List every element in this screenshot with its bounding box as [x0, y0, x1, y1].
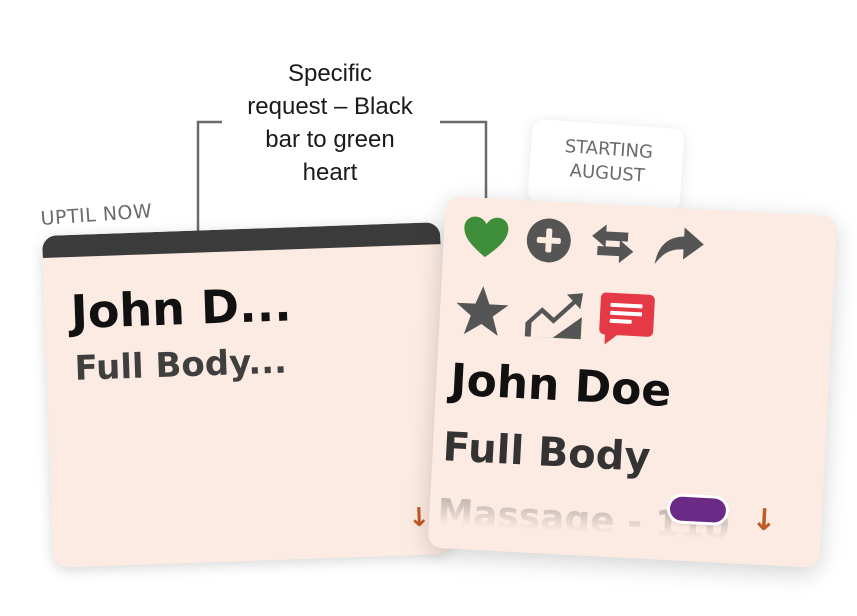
heart-icon[interactable]	[461, 214, 511, 260]
callout-line: heart	[302, 159, 358, 186]
client-name: John D...	[69, 277, 293, 340]
service-name: Full Body	[441, 424, 652, 482]
before-appointment-card[interactable]: John D... Full Body... ↓	[42, 222, 452, 568]
before-caption: UPTIL NOW	[40, 200, 153, 230]
callout-line: Specific	[287, 60, 373, 87]
arrow-down-icon[interactable]: ↓	[750, 502, 778, 539]
message-icon[interactable]	[596, 290, 657, 347]
client-name: John Doe	[449, 354, 673, 418]
callout-line: bar to green	[265, 126, 395, 153]
connector-to-black-bar	[193, 120, 222, 243]
after-caption: STARTING AUGUST	[546, 134, 669, 190]
arrow-down-icon[interactable]: ↓	[407, 502, 431, 534]
callout-text: Specific request – Black bar to green he…	[220, 57, 440, 189]
plus-circle-icon[interactable]	[525, 216, 573, 264]
black-status-bar	[42, 222, 441, 258]
after-appointment-card[interactable]: John Doe Full Body Massage - 110 ↓	[427, 196, 838, 569]
connector-to-green-heart	[440, 120, 491, 211]
share-arrow-icon[interactable]	[653, 224, 707, 271]
callout-line: request – Black	[247, 93, 413, 120]
icon-row-top	[461, 211, 707, 274]
status-pill[interactable]	[669, 496, 727, 524]
icon-row-bottom	[453, 283, 658, 347]
star-icon[interactable]	[453, 283, 512, 340]
trend-chart-icon[interactable]	[523, 288, 586, 341]
sync-arrows-icon[interactable]	[586, 218, 639, 271]
service-name: Full Body...	[73, 341, 288, 389]
